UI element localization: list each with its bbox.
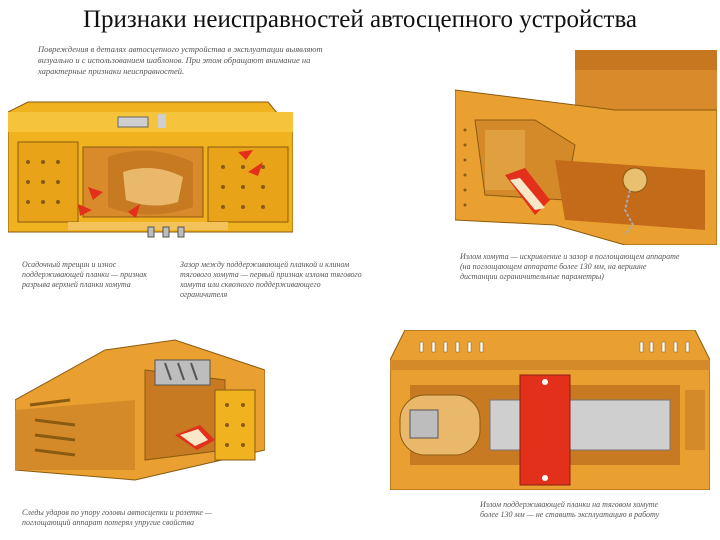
- caption-bottom-right: Излом поддерживающей планки на тяговом х…: [480, 500, 665, 520]
- intro-text: Повреждения в деталях автосцепного устро…: [38, 44, 330, 77]
- caption-top-left-b: Зазор между поддерживающей планкой и кли…: [180, 260, 365, 300]
- caption-top-right: Излом хомута — искривление и зазор в пог…: [460, 252, 680, 282]
- illustration-coupler-head: [455, 50, 717, 245]
- page-title: Признаки неисправностей автосцепного уст…: [0, 6, 720, 34]
- caption-top-left-a: Осадочный трещин и износ поддерживающей …: [22, 260, 172, 290]
- illustration-absorber-housing: [15, 330, 265, 490]
- illustration-draft-gear: [390, 330, 710, 490]
- caption-bottom-left: Следы ударов по упору головы автосцепки …: [22, 508, 262, 528]
- illustration-coupler-frame: [8, 92, 293, 242]
